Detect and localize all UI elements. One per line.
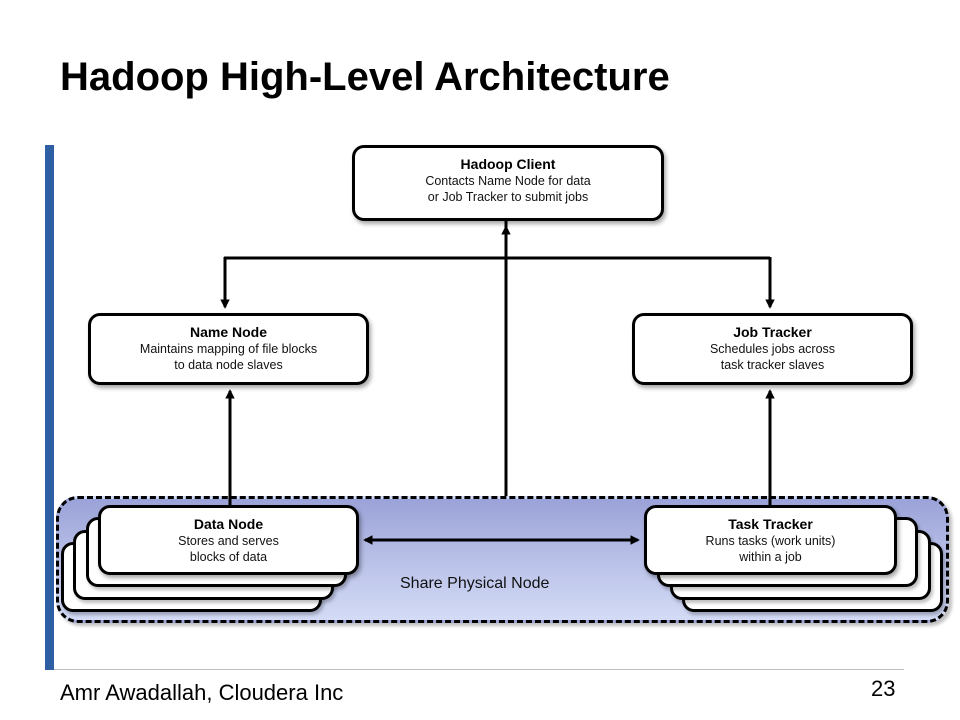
- data-node-title: Data Node: [193, 516, 264, 532]
- data-node-box: Data Node Stores and serves blocks of da…: [98, 505, 359, 575]
- job-tracker-desc-line2: task tracker slaves: [720, 358, 825, 372]
- hadoop-client-desc-line1: Contacts Name Node for data: [425, 174, 591, 188]
- data-node-desc-line1: Stores and serves: [178, 534, 279, 548]
- task-tracker-title: Task Tracker: [728, 516, 813, 532]
- accent-bar: [45, 145, 54, 670]
- name-node-desc-line1: Maintains mapping of file blocks: [139, 342, 318, 356]
- share-physical-node-label: Share Physical Node: [400, 575, 550, 592]
- hadoop-client-box: Hadoop Client Contacts Name Node for dat…: [352, 145, 664, 221]
- job-tracker-desc-line1: Schedules jobs across: [709, 342, 836, 356]
- footer-divider: [54, 669, 904, 670]
- page-number: 23: [871, 676, 896, 701]
- slide-title: Hadoop High-Level Architecture: [60, 55, 670, 99]
- hadoop-client-desc-line2: or Job Tracker to submit jobs: [427, 190, 589, 204]
- task-tracker-desc-line2: within a job: [739, 550, 802, 564]
- job-tracker-box: Job Tracker Schedules jobs across task t…: [632, 313, 913, 385]
- hadoop-client-title: Hadoop Client: [460, 156, 556, 172]
- task-tracker-box: Task Tracker Runs tasks (work units) wit…: [644, 505, 897, 575]
- name-node-title: Name Node: [189, 324, 268, 340]
- name-node-box: Name Node Maintains mapping of file bloc…: [88, 313, 369, 385]
- job-tracker-title: Job Tracker: [733, 324, 812, 340]
- data-node-desc-line2: blocks of data: [189, 550, 268, 564]
- name-node-desc-line2: to data node slaves: [174, 358, 283, 372]
- task-tracker-desc-line1: Runs tasks (work units): [705, 534, 836, 548]
- footer-author: Amr Awadallah, Cloudera Inc: [60, 680, 344, 705]
